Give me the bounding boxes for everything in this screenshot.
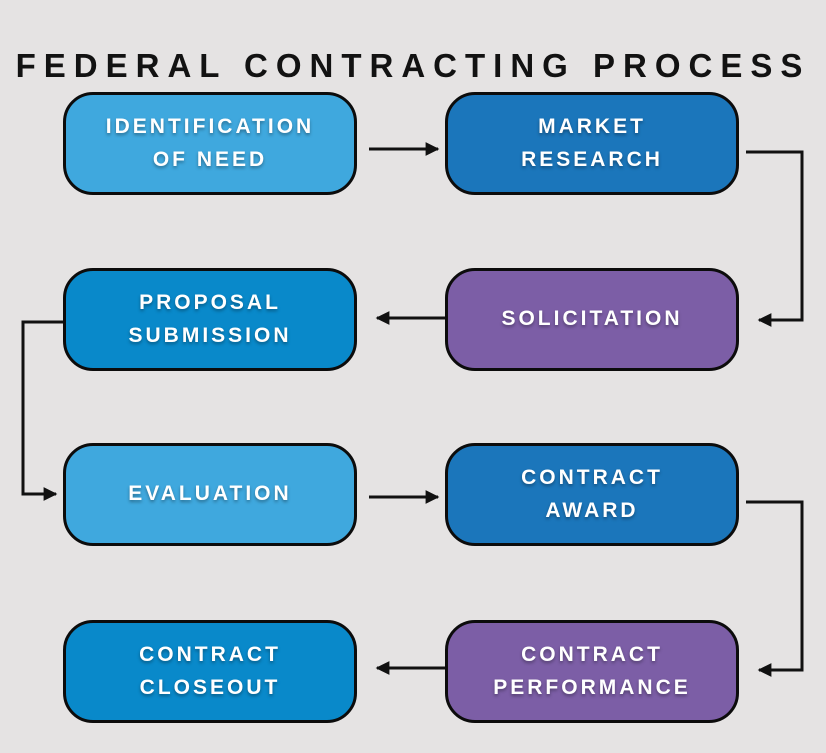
node-contract-award: CONTRACT AWARD (445, 443, 748, 557)
node-label: CONTRACT CLOSEOUT (139, 642, 281, 699)
node-label: CONTRACT AWARD (521, 465, 663, 522)
node-label: CONTRACT PERFORMANCE (493, 642, 691, 699)
node-solicitation: SOLICITATION (445, 268, 748, 382)
node-contract-performance: CONTRACT PERFORMANCE (445, 620, 748, 734)
node-identification-of-need: IDENTIFICATION OF NEED (63, 92, 366, 206)
flow-arrow-contract-award-to-contract-performance (746, 500, 804, 677)
node-evaluation: EVALUATION (63, 443, 366, 557)
node-label: PROPOSAL SUBMISSION (128, 290, 292, 347)
node-label: IDENTIFICATION OF NEED (105, 114, 315, 171)
node-label: SOLICITATION (501, 307, 683, 331)
page-title: FEDERAL CONTRACTING PROCESS (15, 47, 811, 85)
flow-arrow-market-research-to-solicitation (746, 150, 804, 327)
node-contract-closeout: CONTRACT CLOSEOUT (63, 620, 366, 734)
node-label: EVALUATION (128, 482, 292, 506)
node-proposal-submission: PROPOSAL SUBMISSION (63, 268, 366, 382)
node-label: MARKET RESEARCH (521, 114, 663, 171)
node-market-research: MARKET RESEARCH (445, 92, 748, 206)
flow-arrow-proposal-submission-to-evaluation (21, 320, 64, 501)
